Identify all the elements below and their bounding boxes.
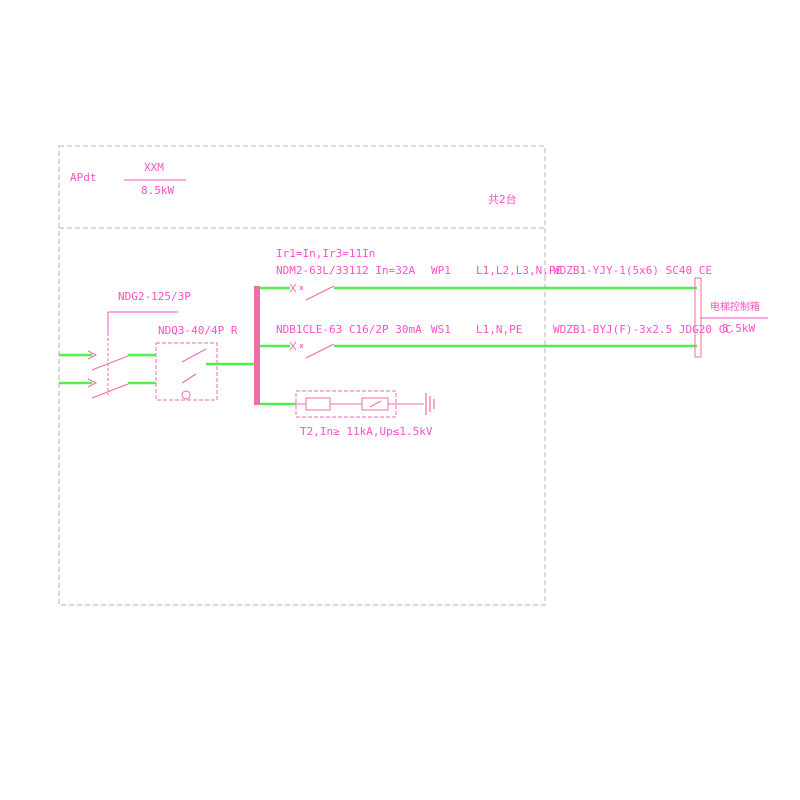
circuit-wp1: Ir1=In,Ir3=11In NDM2-63L/33112 In=32A WP… <box>260 247 712 301</box>
spd-dashed-box <box>295 390 397 418</box>
ats-box <box>155 342 218 401</box>
ats-controller-circle <box>181 390 191 400</box>
circuit-1-id: WP1 <box>431 264 451 277</box>
incoming-arrow-1 <box>87 350 98 360</box>
circuit-1-breaker-blade <box>305 285 335 301</box>
panel-quantity-note: 共2台 <box>488 192 517 206</box>
circuit-2-cable: WDZB1-BYJ(F)-3x2.5 JDG20 CC <box>553 323 732 336</box>
panel-power-label: 8.5kW <box>141 184 174 197</box>
circuit-ws1: NDB1CLE-63 C16/2P 30mA WS1 L1,N,PE WDZB1… <box>260 323 732 359</box>
ats-contact-1 <box>181 348 207 363</box>
panel-id-label: APdt <box>70 171 97 184</box>
panel-outline <box>58 145 546 606</box>
isolator-blade-1 <box>91 355 129 371</box>
ats-contact-2 <box>181 373 197 384</box>
spd-branch: T2,In≥ 11kA,Up≤1.5kV <box>260 390 435 438</box>
circuit-1-phases: L1,L2,L3,N,PE <box>476 264 562 277</box>
circuit-1-breaker: NDM2-63L/33112 In=32A <box>276 264 415 277</box>
isolator-label: NDG2-125/3P <box>118 290 191 303</box>
busbar <box>254 286 260 405</box>
load-name: 电梯控制箱 <box>710 300 760 313</box>
circuit-1-setting: Ir1=In,Ir3=11In <box>276 247 375 260</box>
panel-model-label: XXM <box>144 161 164 174</box>
incoming-feeders: NDG2-125/3P NDQ3-40/4P R <box>59 290 254 401</box>
circuit-2-breaker: NDB1CLE-63 C16/2P 30mA <box>276 323 422 336</box>
circuit-2-id: WS1 <box>431 323 451 336</box>
panel-frame <box>58 145 546 606</box>
spd-label: T2,In≥ 11kA,Up≤1.5kV <box>300 425 433 438</box>
incoming-arrow-2 <box>87 378 98 388</box>
circuit-1-cable: WDZB1-YJY-1(5x6) SC40 CE <box>553 264 712 277</box>
circuit-2-breaker-blade <box>305 343 335 359</box>
load-box: 电梯控制箱 8.5kW <box>694 277 768 358</box>
spd-fuse <box>305 397 331 411</box>
circuit-1-breaker-symbol <box>289 283 304 293</box>
load-power: 8.5kW <box>722 322 755 335</box>
circuit-2-phases: L1,N,PE <box>476 323 522 336</box>
isolator-leader <box>107 311 178 333</box>
spd-arrester-mark <box>369 400 382 408</box>
circuit-2-breaker-symbol <box>289 341 304 351</box>
ats-label: NDQ3-40/4P R <box>158 324 238 337</box>
isolator-blade-2 <box>91 383 129 399</box>
